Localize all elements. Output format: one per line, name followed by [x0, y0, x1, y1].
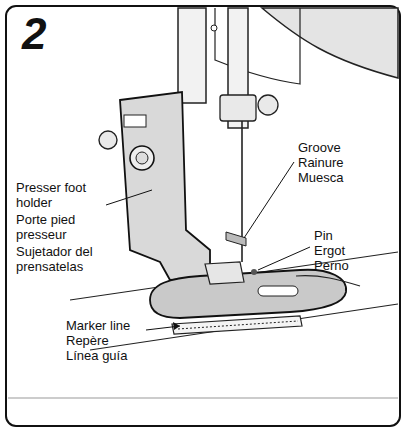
- step-number: 2: [22, 12, 82, 56]
- part-label: Repère: [66, 333, 166, 348]
- part-label: Groove: [298, 140, 398, 155]
- part-label: Ergot: [314, 243, 394, 258]
- part-label: Perno: [314, 258, 394, 273]
- part-label: Sujetador del prensatelas: [16, 244, 116, 274]
- part-label: Rainure: [298, 155, 398, 170]
- part-label: Presser foot holder: [16, 180, 112, 210]
- part-label: Muesca: [298, 170, 398, 185]
- part-label: Porte pied presseur: [16, 212, 112, 242]
- part-label: Marker line: [66, 318, 166, 333]
- part-label: Línea guía: [66, 348, 166, 363]
- part-label: Pin: [314, 228, 394, 243]
